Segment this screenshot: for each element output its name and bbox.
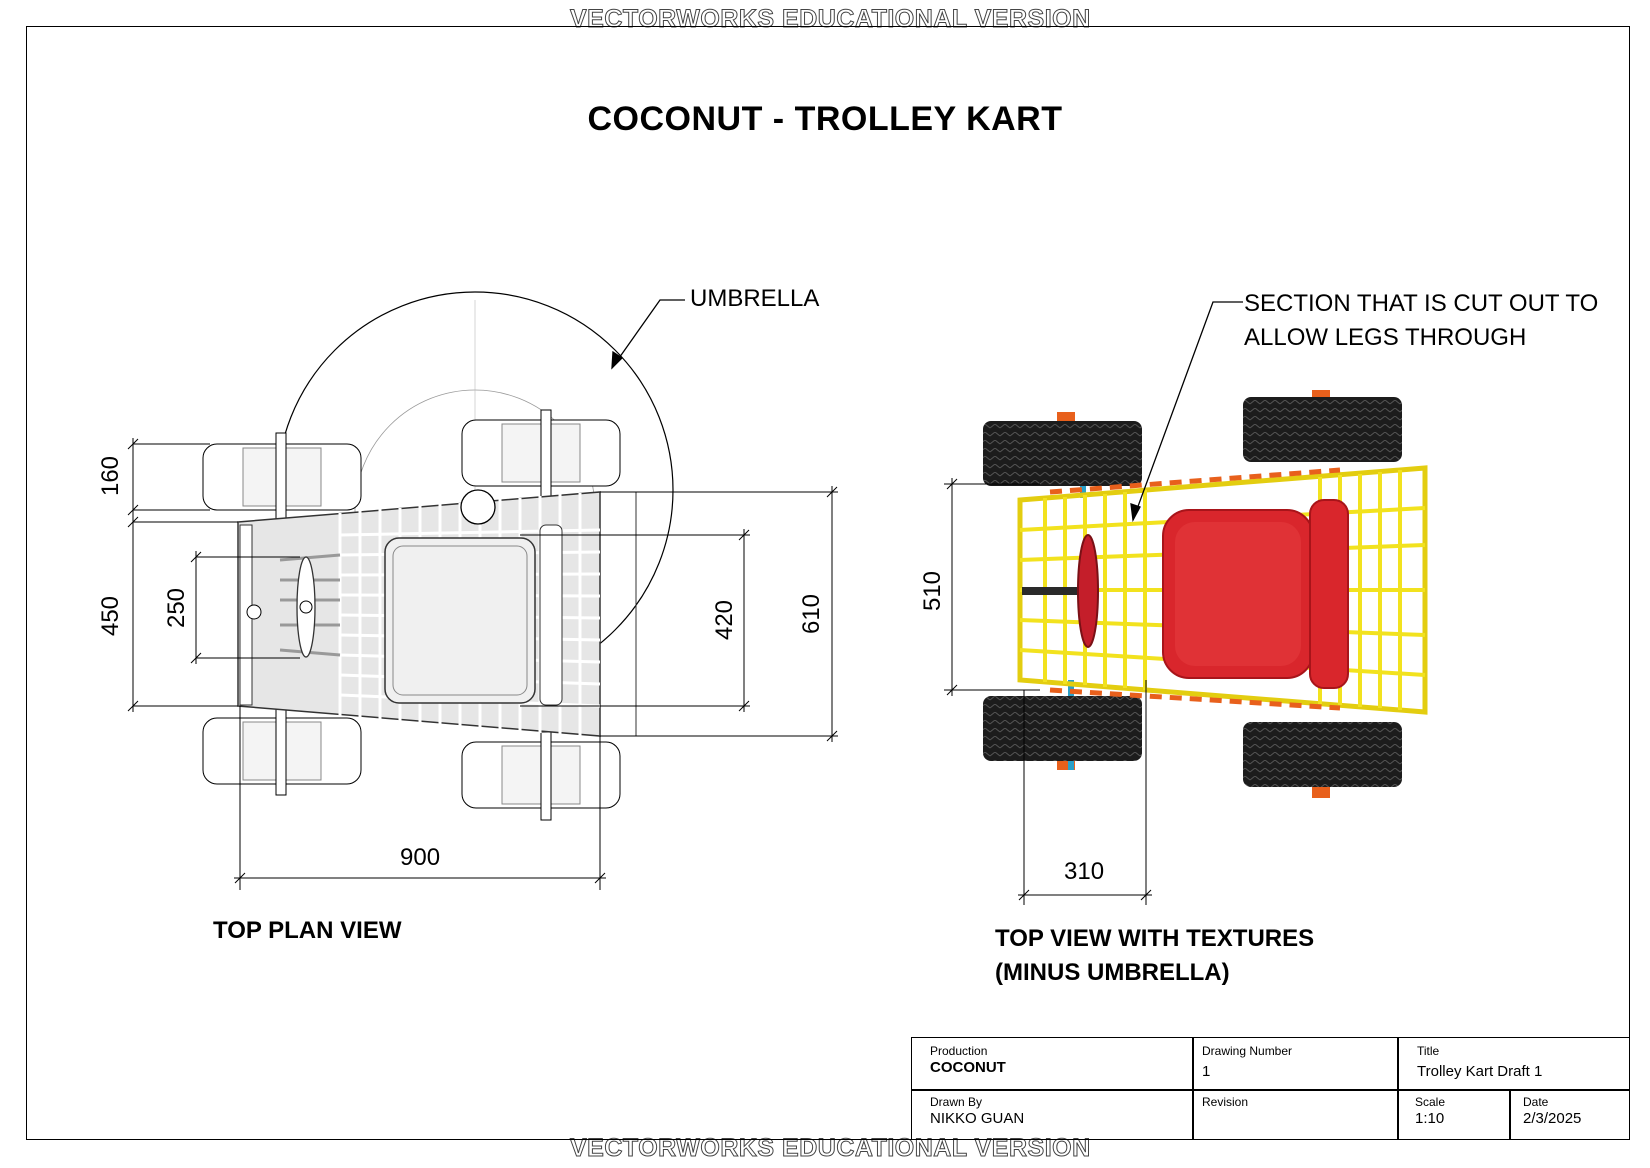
drawing-number-caption: Drawing Number: [1202, 1044, 1293, 1058]
drawn-by-value: NIKKO GUAN: [930, 1110, 1025, 1127]
top-plan-view: [202, 291, 674, 821]
plan-wheel-front-right: [461, 409, 621, 499]
textured-view-label-line2: (MINUS UMBRELLA): [995, 959, 1230, 986]
watermark-top: VECTORWORKS EDUCATIONAL VERSION: [570, 5, 1091, 34]
top-plan-view-label: TOP PLAN VIEW: [213, 917, 402, 944]
tex-steering-wheel: [1077, 534, 1099, 648]
drawing-number-field: Drawing Number 1: [1192, 1038, 1397, 1089]
title-caption: Title: [1417, 1044, 1440, 1058]
drawn-by-field: Drawn By NIKKO GUAN: [912, 1089, 1192, 1141]
tex-tyre-front-right: [1243, 397, 1402, 462]
production-value: COCONUT: [930, 1059, 1006, 1076]
dim-160: 160: [97, 455, 125, 497]
date-caption: Date: [1523, 1095, 1549, 1109]
scale-value: 1:10: [1415, 1110, 1445, 1127]
date-value: 2/3/2025: [1523, 1110, 1582, 1127]
umbrella-callout: UMBRELLA: [690, 285, 820, 312]
dim-310: 310: [1064, 858, 1105, 885]
date-field: Date 2/3/2025: [1509, 1089, 1631, 1141]
production-caption: Production: [930, 1044, 988, 1058]
dim-250: 250: [163, 587, 191, 629]
plan-dimension-lines: [127, 438, 838, 890]
watermark-bottom: VECTORWORKS EDUCATIONAL VERSION: [570, 1134, 1091, 1163]
tex-tyre-front-left: [983, 421, 1142, 486]
textured-top-view: [983, 390, 1428, 798]
section-callout-line2: ALLOW LEGS THROUGH: [1244, 324, 1527, 351]
section-callout-line1: SECTION THAT IS CUT OUT TO: [1244, 290, 1599, 317]
sheet-border: [26, 26, 1630, 1140]
drawing-title: COCONUT - TROLLEY KART: [587, 100, 1063, 138]
scale-field: Scale 1:10: [1397, 1089, 1509, 1141]
textured-view-label-line1: TOP VIEW WITH TEXTURES: [995, 925, 1315, 952]
dim-450: 450: [97, 595, 125, 637]
title-field: Title Trolley Kart Draft 1: [1397, 1038, 1631, 1089]
drawn-by-caption: Drawn By: [930, 1095, 983, 1109]
revision-field: Revision: [1192, 1089, 1397, 1141]
scale-caption: Scale: [1415, 1095, 1446, 1109]
section-leader: [1130, 301, 1243, 523]
tex-tyre-rear-left: [983, 696, 1142, 761]
tex-seat-back: [1309, 499, 1349, 689]
dim-510: 510: [919, 570, 947, 612]
production-field: Production COCONUT: [912, 1038, 1192, 1089]
tex-dimension-lines: [944, 478, 1152, 905]
plan-wheel-front-left: [202, 432, 362, 522]
title-value: Trolley Kart Draft 1: [1417, 1063, 1543, 1080]
umbrella-leader: [611, 299, 685, 370]
plan-umbrella-pole: [460, 489, 496, 525]
tex-tyre-rear-right: [1243, 722, 1402, 787]
dim-420: 420: [711, 599, 739, 641]
dim-610: 610: [798, 593, 826, 635]
plan-leg-cutout: [384, 537, 536, 704]
plan-wheel-rear-right: [461, 731, 621, 821]
drawing-number-value: 1: [1202, 1063, 1211, 1080]
dim-900: 900: [400, 844, 441, 871]
revision-caption: Revision: [1202, 1095, 1249, 1109]
plan-wheel-rear-left: [202, 706, 362, 796]
title-block: Production COCONUT Drawing Number 1 Titl…: [911, 1037, 1630, 1140]
